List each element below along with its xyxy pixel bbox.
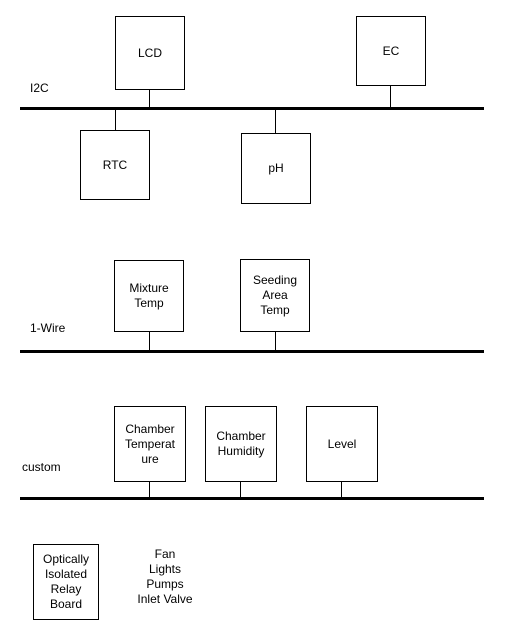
rtc-device-box: RTC (80, 130, 150, 200)
onewire-bus-line (20, 350, 484, 353)
seeding-area-temp-device-box: Seeding Area Temp (240, 259, 310, 332)
chamber-humidity-device-box: Chamber Humidity (205, 406, 277, 482)
relay-board-label: Optically Isolated Relay Board (42, 552, 89, 611)
onewire-bus-label: 1-Wire (30, 321, 66, 335)
lcd-device-label: LCD (137, 45, 162, 60)
ph-connector (275, 110, 276, 133)
level-device-label: Level (327, 436, 357, 451)
seeding-area-temp-connector (275, 332, 276, 351)
mixture-temp-device-box: Mixture Temp (114, 260, 184, 332)
chamber-humidity-connector (240, 482, 241, 498)
relay-output-inlet-valve: Inlet Valve (137, 592, 193, 606)
lcd-connector (149, 90, 150, 108)
rtc-device-label: RTC (102, 157, 128, 172)
i2c-bus-line (20, 107, 484, 110)
custom-bus-line (20, 497, 484, 500)
relay-output-pumps: Pumps (146, 577, 184, 591)
relay-output-fan: Fan (154, 547, 176, 561)
seeding-area-temp-device-label: Seeding Area Temp (252, 273, 298, 317)
ph-device-box: pH (241, 133, 311, 204)
relay-board-box: Optically Isolated Relay Board (33, 544, 99, 620)
chamber-temperature-device-label: Chamber Temperat ure (124, 421, 176, 466)
chamber-humidity-device-label: Chamber Humidity (216, 429, 266, 458)
custom-bus-label: custom (22, 460, 61, 474)
ph-device-label: pH (268, 161, 284, 175)
lcd-device-box: LCD (115, 16, 185, 90)
ec-connector (390, 86, 391, 108)
mixture-temp-device-label: Mixture Temp (129, 281, 169, 310)
chamber-temperature-device-box: Chamber Temperat ure (114, 406, 186, 482)
relay-outputs-list: Fan Lights Pumps Inlet Valve (120, 547, 210, 607)
level-device-box: Level (306, 406, 378, 482)
ec-device-box: EC (356, 16, 426, 86)
relay-output-lights: Lights (148, 562, 182, 576)
chamber-temperature-connector (149, 482, 150, 498)
ec-device-label: EC (382, 43, 400, 58)
level-connector (341, 482, 342, 498)
rtc-connector (115, 110, 116, 130)
mixture-temp-connector (149, 332, 150, 351)
i2c-bus-label: I2C (30, 81, 49, 95)
